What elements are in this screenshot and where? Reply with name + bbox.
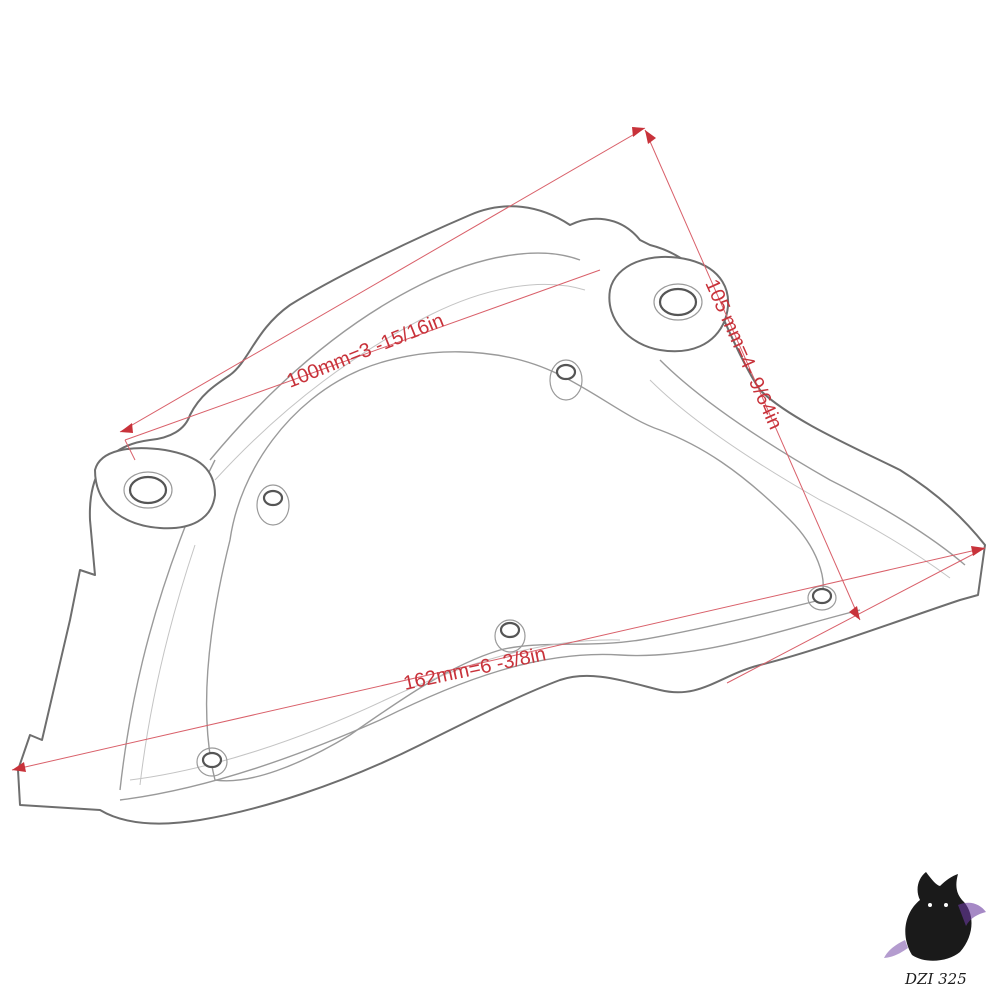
dimension-height xyxy=(644,129,986,684)
cover-inner-window xyxy=(205,351,824,782)
mounting-hole-left xyxy=(123,471,173,509)
bolt-boss xyxy=(494,619,526,653)
bolt-boss xyxy=(549,359,583,401)
dimension-width xyxy=(119,127,646,461)
bolt-boss xyxy=(807,585,837,611)
dimension-length xyxy=(11,546,986,772)
bolt-boss xyxy=(196,747,228,777)
mounting-hole-right xyxy=(653,283,703,321)
bolt-boss xyxy=(256,484,290,526)
dragon-icon xyxy=(884,872,986,961)
cover-rim-top xyxy=(209,252,581,461)
cover-rim-right xyxy=(659,359,966,566)
brand-logo: DZI 325 xyxy=(884,872,986,988)
cover-rim-bottom xyxy=(119,609,861,801)
cover-outer-edge xyxy=(17,205,986,825)
sprocket-cover-part xyxy=(17,205,986,825)
brand-logo-text: DZI 325 xyxy=(904,970,967,988)
